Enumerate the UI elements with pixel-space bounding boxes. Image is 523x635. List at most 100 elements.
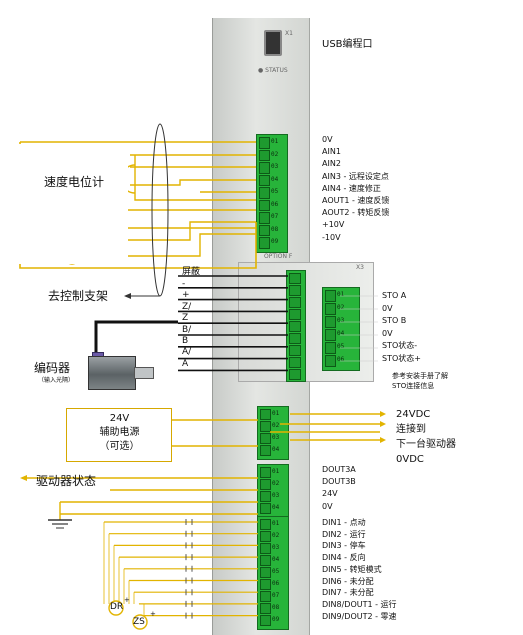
din-pin-number: 09 — [272, 616, 280, 623]
analog-pin-number: 02 — [271, 150, 279, 158]
din-signal: DIN2 - 运行 — [322, 529, 366, 539]
aux-pin-02[interactable] — [260, 421, 271, 432]
encoder-pin[interactable] — [289, 309, 301, 320]
aux-box-line2: 辅助电源 — [99, 427, 140, 438]
din-pin-08[interactable] — [260, 603, 271, 614]
analog-pin-07[interactable] — [259, 212, 270, 224]
sto-note-line1: 参考安装手册了解 — [392, 372, 448, 380]
analog-pin-03[interactable] — [259, 162, 270, 174]
dout-pin-02[interactable] — [260, 479, 271, 490]
dout-pin-04[interactable] — [260, 503, 271, 514]
analog-pin-02[interactable] — [259, 149, 270, 161]
wire-pot-top — [134, 155, 150, 201]
analog-signal: 0V — [322, 135, 333, 144]
aux-pin-03[interactable] — [260, 433, 271, 444]
encoder-pin[interactable] — [289, 285, 301, 296]
usb-port-icon — [264, 30, 282, 56]
sto-pin-05[interactable] — [325, 342, 336, 354]
aux-right-1: 连接到 — [396, 424, 426, 435]
encoder-pin[interactable] — [289, 369, 301, 380]
encoder-pin[interactable] — [289, 273, 301, 284]
dr-relay-icon — [108, 600, 124, 616]
din-pin-02[interactable] — [260, 531, 271, 542]
sto-pin-number: 01 — [337, 291, 345, 298]
encoder-cable — [94, 320, 178, 352]
shield-label: 屏蔽 — [182, 267, 201, 277]
encoder-line-label: Z/ — [182, 301, 192, 312]
din-pin-03[interactable] — [260, 543, 271, 554]
dout-pin-01[interactable] — [260, 467, 271, 478]
aux-pin-01[interactable] — [260, 409, 271, 420]
analog-pin-01[interactable] — [259, 137, 270, 149]
analog-pin-number: 03 — [271, 163, 279, 170]
aux-right-2: 下一台驱动器 — [396, 439, 456, 450]
analog-pin-04[interactable] — [259, 174, 270, 186]
sto-pin-06[interactable] — [325, 355, 336, 367]
din-signal: DIN6 - 未分配 — [322, 576, 374, 586]
din-pin-number: 07 — [272, 592, 280, 599]
analog-pin-number: 06 — [271, 200, 279, 208]
sto-pin-04[interactable] — [325, 329, 336, 341]
analog-signal: AIN1 — [322, 147, 341, 157]
din-pin-06[interactable] — [260, 579, 271, 590]
zs-relay-icon — [132, 614, 148, 630]
sto-pin-01[interactable] — [325, 290, 336, 302]
encoder-pin[interactable] — [289, 297, 301, 308]
din-pin-05[interactable] — [260, 567, 271, 578]
analog-pin-05[interactable] — [259, 187, 270, 199]
encoder-line-label: B — [182, 336, 189, 346]
sto-signal: 0V — [382, 303, 393, 313]
arrow-right-icon — [380, 437, 386, 443]
analog-signal: AIN2 — [322, 159, 341, 169]
aux-box-line1: 24V — [109, 413, 130, 424]
encoder-subtitle: （输入光隔） — [38, 377, 75, 384]
din-pin-07[interactable] — [260, 591, 271, 602]
port-tag: X1 — [285, 30, 293, 37]
control-rack-label: 去控制支架 — [48, 289, 109, 303]
analog-pin-08[interactable] — [259, 224, 270, 236]
din-pin-01[interactable] — [260, 519, 271, 530]
din-signal: DIN1 - 点动 — [322, 518, 366, 527]
encoder-line-label: Z — [182, 313, 189, 324]
encoder-line-label: + — [182, 290, 190, 301]
option-label: OPTION F — [264, 253, 293, 260]
dout-signal: 24V — [322, 489, 338, 499]
sto-pin-number: 03 — [337, 317, 345, 324]
din-signal: DIN9/DOUT2 - 零速 — [322, 611, 397, 621]
dout-pin-03[interactable] — [260, 491, 271, 502]
analog-signal: +10V — [322, 220, 345, 230]
encoder-pin[interactable] — [289, 357, 301, 368]
sto-pin-02[interactable] — [325, 303, 336, 315]
arrow-right-icon — [380, 411, 386, 417]
aux-right-0: 24VDC — [396, 409, 431, 420]
din-signal: DIN4 - 反向 — [322, 553, 366, 563]
aux-pin-number: 01 — [272, 410, 280, 417]
analog-pin-number: 09 — [271, 238, 279, 245]
dout-signal: 0V — [322, 501, 333, 511]
dout-signal: DOUT3B — [322, 477, 356, 487]
analog-pin-06[interactable] — [259, 199, 270, 211]
sto-pin-03[interactable] — [325, 316, 336, 328]
usb-label: USB编程口 — [322, 39, 373, 50]
analog-pin-09[interactable] — [259, 237, 270, 249]
aux-right-3: 0VDC — [396, 454, 424, 465]
din-pin-number: 06 — [272, 580, 280, 587]
dout-signal: DOUT3A — [322, 465, 356, 474]
encoder-shaft — [134, 367, 154, 379]
din-pin-04[interactable] — [260, 555, 271, 566]
din-signal: DIN3 - 停车 — [322, 541, 366, 551]
aux-pin-04[interactable] — [260, 445, 271, 456]
encoder-pin[interactable] — [289, 333, 301, 344]
encoder-line-label: B/ — [182, 324, 192, 335]
arrow-left-icon — [124, 293, 131, 299]
encoder-pin[interactable] — [289, 321, 301, 332]
encoder-line-label: - — [182, 279, 186, 289]
sto-pin-number: 05 — [337, 343, 345, 350]
dout-pin-number: 01 — [272, 468, 280, 475]
encoder-pin[interactable] — [289, 345, 301, 356]
analog-pin-number: 08 — [271, 225, 279, 233]
din-pin-09[interactable] — [260, 615, 271, 626]
status-led-label: ● STATUS — [258, 67, 288, 74]
